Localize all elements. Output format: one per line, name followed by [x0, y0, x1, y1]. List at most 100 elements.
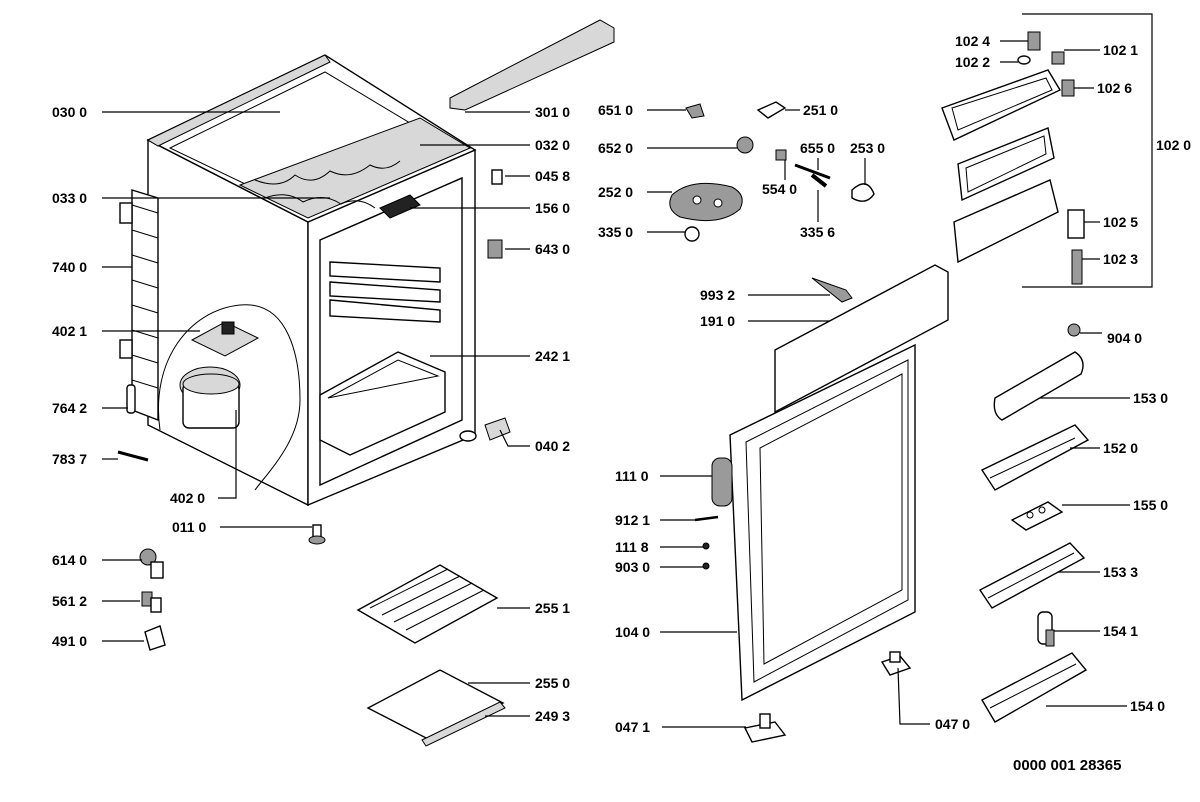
label-1020: 102 0 [1156, 137, 1191, 153]
hinge-0471 [743, 713, 787, 743]
glass-shelf-2550 [366, 669, 505, 741]
part-1024 [1027, 31, 1041, 51]
label-1022: 102 2 [955, 54, 990, 70]
label-1530: 153 0 [1133, 390, 1168, 406]
label-1910: 191 0 [700, 313, 735, 329]
label-2530: 253 0 [850, 140, 885, 156]
label-6430: 643 0 [535, 241, 570, 257]
label-0300: 030 0 [52, 104, 87, 120]
door-1040 [729, 343, 916, 702]
freezer-door-frame [957, 127, 1055, 202]
label-6520: 652 0 [598, 140, 633, 156]
label-0470: 047 0 [935, 716, 970, 732]
thermostat-housing-2520 [669, 182, 743, 222]
part-5612 [141, 591, 162, 613]
part-4910 [144, 625, 166, 651]
butter-cover-1530 [993, 351, 1084, 421]
label-3010: 301 0 [535, 104, 570, 120]
leader-lines [102, 40, 1130, 728]
label-2421: 242 1 [535, 348, 570, 364]
label-6140: 614 0 [52, 552, 87, 568]
knob-3350 [684, 226, 700, 242]
label-1520: 152 0 [1103, 440, 1138, 456]
label-5540: 554 0 [762, 181, 797, 197]
label-0402: 040 2 [535, 438, 570, 454]
label-1025: 102 5 [1103, 214, 1138, 230]
label-1541: 154 1 [1103, 623, 1138, 639]
screw-9121 [694, 515, 719, 522]
part-1026 [1061, 79, 1075, 97]
freezer-door-gasket [941, 69, 1061, 141]
freezer-door-panel [953, 179, 1059, 264]
label-1023: 102 3 [1103, 251, 1138, 267]
screw-0458 [491, 169, 503, 185]
wire-shelf-2551 [356, 564, 499, 644]
label-1118: 111 8 [615, 539, 649, 555]
label-0110: 011 0 [172, 519, 206, 535]
door-shelf-1533 [978, 542, 1086, 609]
drier-filter [126, 384, 136, 414]
label-1560: 156 0 [535, 200, 570, 216]
part-9040 [1067, 323, 1081, 337]
label-2493: 249 3 [535, 708, 570, 724]
label-6550: 655 0 [800, 140, 835, 156]
label-3356: 335 6 [800, 224, 835, 240]
shelf-trim-2493 [421, 701, 506, 747]
label-0458: 045 8 [535, 168, 570, 184]
screw-1118 [702, 542, 710, 550]
label-7642: 764 2 [52, 400, 87, 416]
egg-tray-1550 [1010, 501, 1064, 531]
worktop-front-strip [449, 19, 615, 111]
document-id: 0000 001 28365 [1013, 757, 1121, 774]
label-9121: 912 1 [615, 512, 650, 528]
label-9040: 904 0 [1107, 330, 1142, 346]
part-2510 [756, 101, 787, 119]
part-1025 [1067, 209, 1085, 239]
part-1023 [1071, 249, 1083, 285]
label-1026: 102 6 [1097, 80, 1132, 96]
condenser-coil [119, 189, 159, 422]
door-seal-1910 [774, 264, 949, 414]
label-1040: 104 0 [615, 624, 650, 640]
label-6510: 651 0 [598, 102, 633, 118]
part-6550 [794, 163, 831, 180]
thermostat-6520 [736, 136, 754, 154]
part-9932 [811, 277, 853, 303]
label-9030: 903 0 [615, 559, 650, 575]
door-shelf-1520 [980, 424, 1090, 491]
hinge-0470 [880, 651, 912, 676]
label-7837: 783 7 [52, 451, 87, 467]
label-0471: 047 1 [615, 719, 650, 735]
part-5540 [775, 149, 787, 161]
capillary-tube [117, 450, 149, 462]
label-1540: 154 0 [1130, 698, 1165, 714]
part-1021 [1051, 51, 1065, 65]
label-1110: 111 0 [615, 468, 649, 484]
refrigerator-cabinet [146, 54, 477, 507]
part-6140 [139, 548, 164, 579]
part-2530 [851, 183, 875, 202]
label-1550: 155 0 [1133, 497, 1168, 513]
leveling-foot-0402 [459, 417, 511, 442]
label-3350: 335 0 [598, 224, 633, 240]
part-1022 [1017, 55, 1031, 65]
part-6510 [685, 103, 705, 119]
foot-0110 [308, 524, 326, 545]
door-handle-1110 [711, 457, 733, 507]
label-1024: 102 4 [955, 33, 990, 49]
label-9932: 993 2 [700, 287, 735, 303]
label-1533: 153 3 [1103, 564, 1138, 580]
label-4910: 491 0 [52, 633, 87, 649]
label-2551: 255 1 [535, 600, 570, 616]
label-4020: 402 0 [170, 490, 205, 506]
label-7400: 740 0 [52, 259, 87, 275]
label-2520: 252 0 [598, 184, 633, 200]
label-0320: 032 0 [535, 137, 570, 153]
label-2510: 251 0 [803, 102, 838, 118]
hinge-bracket-6430 [487, 239, 503, 259]
label-5612: 561 2 [52, 593, 87, 609]
bottle-shelf-1540 [981, 652, 1088, 723]
part-3356 [810, 173, 828, 188]
screw-9030 [702, 562, 710, 570]
